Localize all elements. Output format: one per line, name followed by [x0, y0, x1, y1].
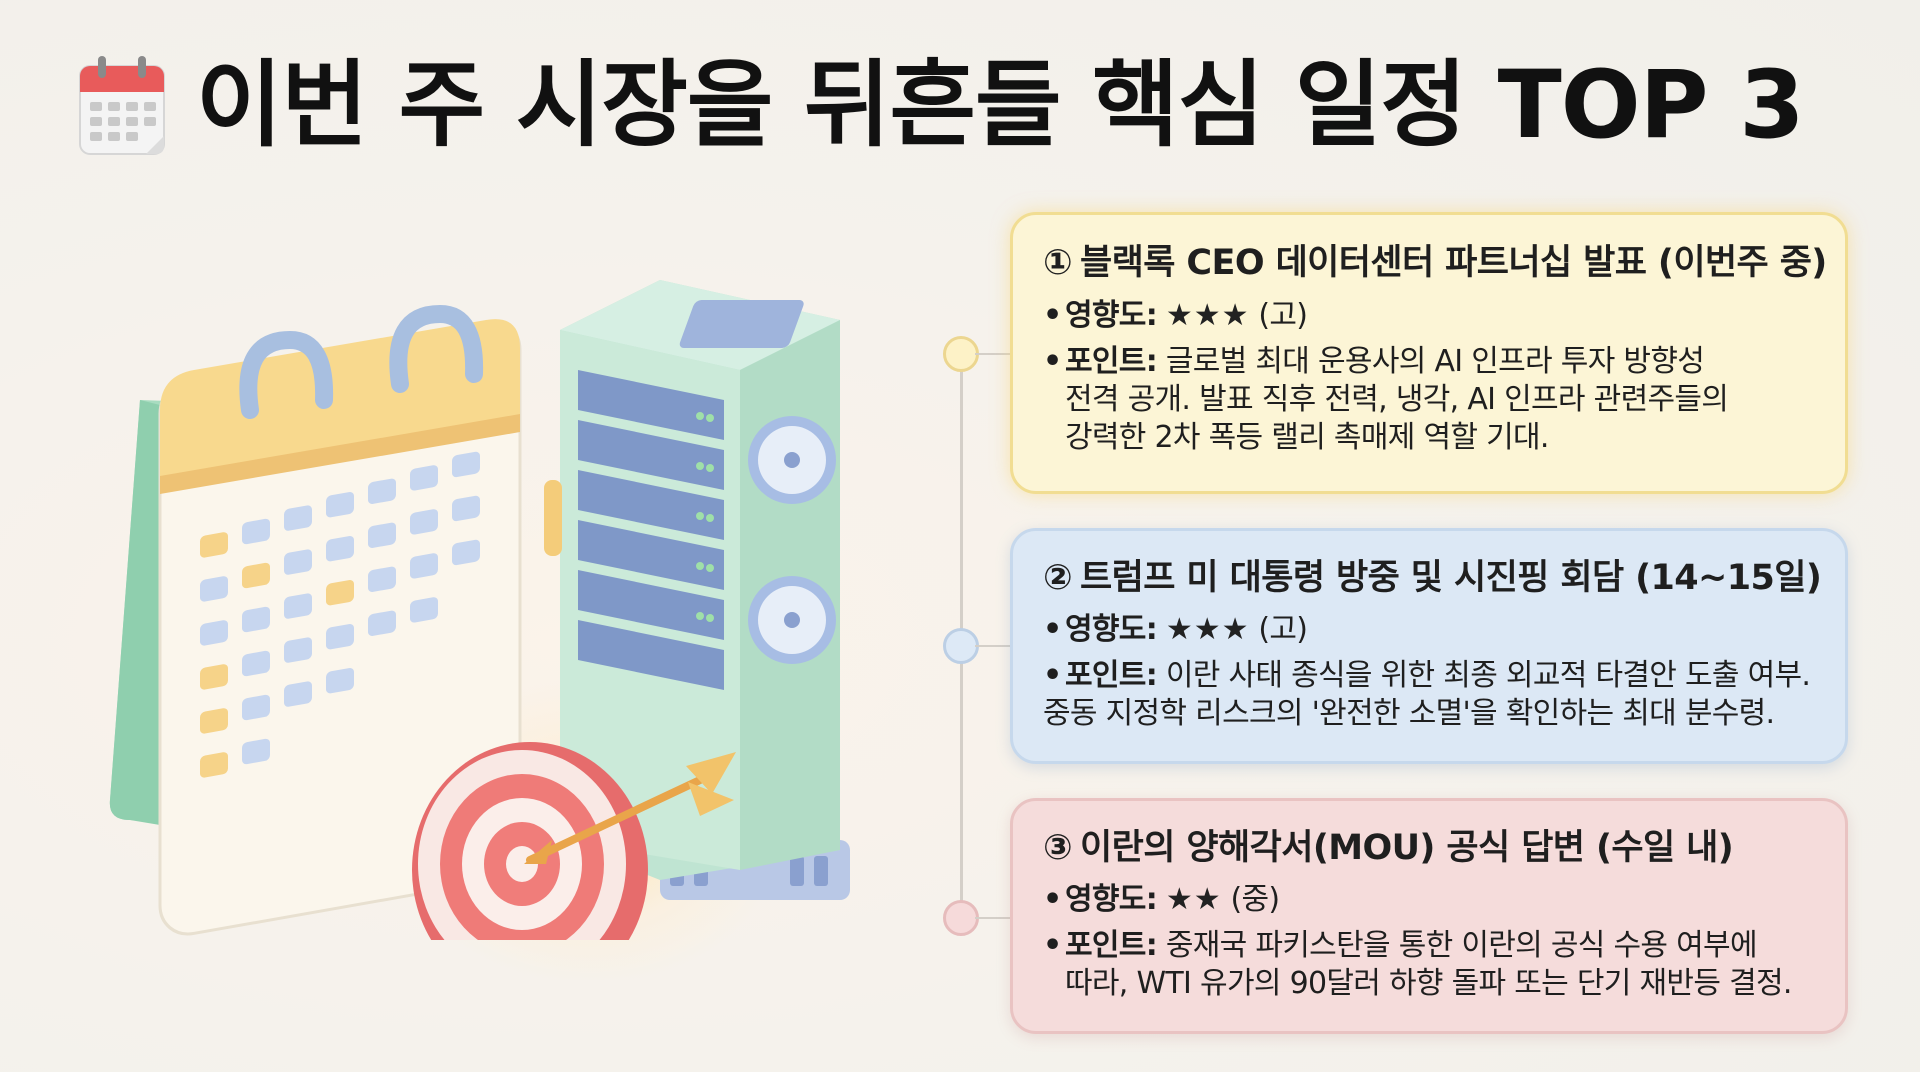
server-rack-icon: [544, 280, 850, 900]
point-label: 포인트:: [1065, 658, 1158, 693]
impact-level: (고): [1258, 612, 1308, 647]
card-title: ② 트럼프 미 대통령 방중 및 시진핑 회담 (14~15일): [1043, 557, 1822, 599]
point-line-1: 글로벌 최대 운용사의 AI 인프라 투자 방향성: [1165, 344, 1705, 379]
point-line-1: 이란 사태 종식을 위한 최종 외교적 타결안 도출 여부.: [1165, 658, 1811, 693]
event-card-2: ② 트럼프 미 대통령 방중 및 시진핑 회담 (14~15일) 영향도: ★★…: [1010, 528, 1848, 764]
impact-row: 영향도: ★★★ (고): [1043, 611, 1805, 649]
point-label: 포인트:: [1065, 344, 1158, 379]
point-line-1: 중재국 파키스탄을 통한 이란의 공식 수용 여부에: [1165, 928, 1758, 963]
impact-label: 영향도:: [1065, 298, 1158, 333]
point-row: 포인트: 중재국 파키스탄을 통한 이란의 공식 수용 여부에 따라, WTI …: [1043, 927, 1805, 1003]
page-title: 이번 주 시장을 뒤흔들 핵심 일정 TOP 3: [196, 51, 1805, 160]
impact-row: 영향도: ★★★ (고): [1043, 297, 1805, 335]
timeline-connector-1: [975, 353, 1010, 355]
timeline-dot-2: [943, 628, 979, 664]
card-title: ③ 이란의 양해각서(MOU) 공식 답변 (수일 내): [1043, 827, 1805, 869]
card-title-text: 이란의 양해각서(MOU) 공식 답변 (수일 내): [1080, 828, 1734, 868]
point-label: 포인트:: [1065, 928, 1158, 963]
timeline-dot-1: [943, 336, 979, 372]
impact-label: 영향도:: [1065, 612, 1158, 647]
point-line-3: 강력한 2차 폭등 랠리 촉매제 역할 기대.: [1065, 420, 1549, 455]
event-card-1: ① 블랙록 CEO 데이터센터 파트너십 발표 (이번주 중) 영향도: ★★★…: [1010, 212, 1848, 494]
impact-level: (중): [1230, 882, 1280, 917]
card-title-text: 블랙록 CEO 데이터센터 파트너십 발표 (이번주 중): [1080, 243, 1827, 283]
calendar-icon: [79, 56, 165, 155]
impact-row: 영향도: ★★ (중): [1043, 881, 1805, 919]
target-icon: [412, 742, 648, 940]
timeline-connector-2: [975, 645, 1010, 647]
title-row: 이번 주 시장을 뒤흔들 핵심 일정 TOP 3: [76, 46, 1805, 166]
impact-level: (고): [1258, 298, 1308, 333]
impact-stars: ★★: [1165, 882, 1222, 917]
card-number: ②: [1043, 558, 1073, 598]
arrow-icon: [524, 752, 736, 864]
card-title-text: 트럼프 미 대통령 방중 및 시진핑 회담 (14~15일): [1080, 558, 1822, 598]
timeline-connector-3: [975, 917, 1010, 919]
impact-stars: ★★★: [1165, 298, 1250, 333]
event-card-3: ③ 이란의 양해각서(MOU) 공식 답변 (수일 내) 영향도: ★★ (중)…: [1010, 798, 1848, 1034]
timeline-dot-3: [943, 900, 979, 936]
hero-illustration: [100, 260, 880, 980]
impact-label: 영향도:: [1065, 882, 1158, 917]
card-number: ③: [1043, 828, 1073, 868]
point-row: 포인트: 글로벌 최대 운용사의 AI 인프라 투자 방향성 전격 공개. 발표…: [1043, 343, 1805, 457]
point-row: 포인트: 이란 사태 종식을 위한 최종 외교적 타결안 도출 여부. 중동 지…: [1043, 657, 1811, 733]
card-number: ①: [1043, 243, 1073, 283]
desk-calendar-icon: [109, 304, 522, 936]
card-title: ① 블랙록 CEO 데이터센터 파트너십 발표 (이번주 중): [1043, 241, 1827, 285]
point-line-2: 따라, WTI 유가의 90달러 하향 돌파 또는 단기 재반등 결정.: [1065, 966, 1792, 1001]
point-line-2: 중동 지정학 리스크의 '완전한 소멸'을 확인하는 최대 분수령.: [1043, 696, 1775, 731]
impact-stars: ★★★: [1165, 612, 1250, 647]
point-line-2: 전격 공개. 발표 직후 전력, 냉각, AI 인프라 관련주들의: [1065, 382, 1729, 417]
